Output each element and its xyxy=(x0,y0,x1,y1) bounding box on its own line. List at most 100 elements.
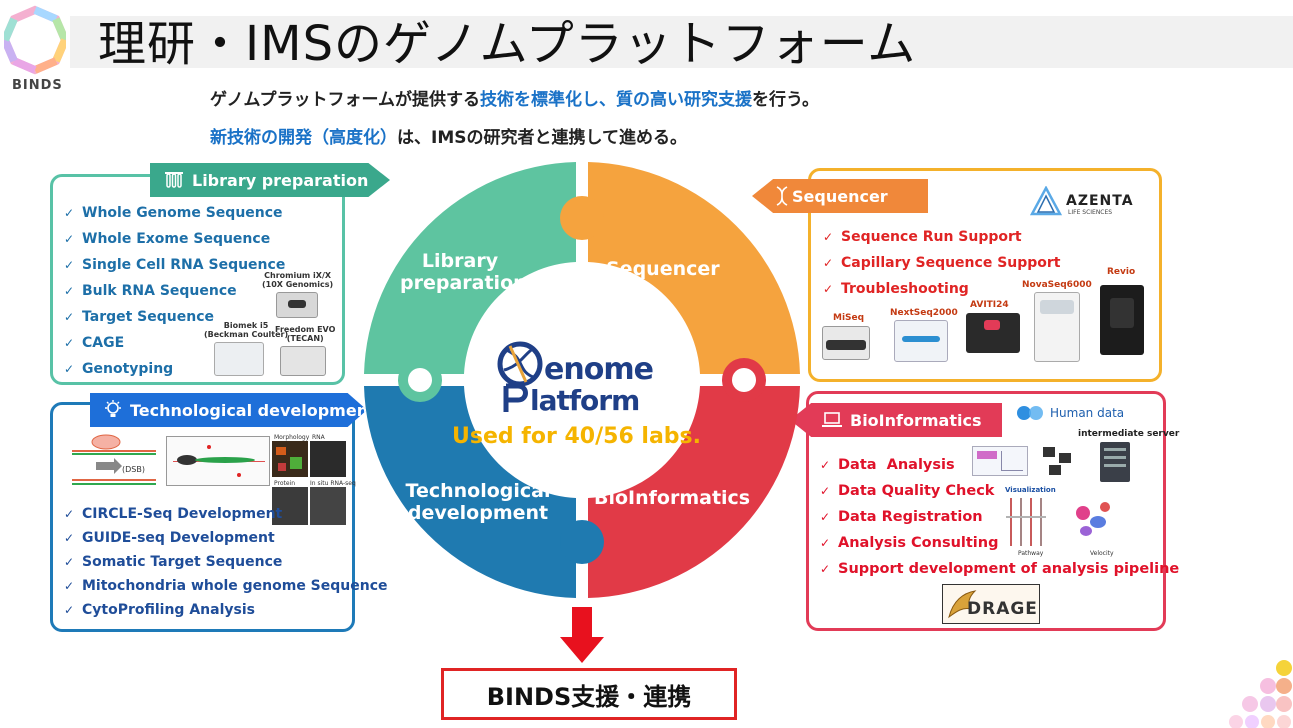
genome-platform-wheel xyxy=(364,162,800,598)
list-item: ✓ Capillary Sequence Support xyxy=(823,250,1061,276)
morphology-image-icon xyxy=(272,441,308,477)
miseq-screen-icon xyxy=(826,340,866,350)
wheel-segment-bioinformatics xyxy=(588,386,800,598)
check-icon: ✓ xyxy=(64,232,75,246)
rna-label: RNA xyxy=(312,434,325,441)
analysis-screen-icon xyxy=(972,446,1028,476)
human-data-logo-icon xyxy=(1017,406,1043,420)
technological-tag-label: Technological development xyxy=(130,400,376,420)
page-title: 理研・IMSのゲノムプラットフォーム xyxy=(98,16,917,72)
check-icon: ✓ xyxy=(820,536,831,550)
list-item: ✓ Mitochondria whole genome Sequence xyxy=(64,574,388,598)
binds-logo-label: BINDS xyxy=(12,78,63,93)
technological-list: ✓CIRCLE-Seq Development ✓GUIDE-seq Devel… xyxy=(64,502,388,622)
protein-label: Protein xyxy=(274,480,296,487)
sequencer-list: ✓Sequence Run Support ✓ Capillary Sequenc… xyxy=(823,224,1061,302)
check-icon: ✓ xyxy=(820,484,831,498)
check-icon: ✓ xyxy=(823,230,834,244)
instrument-label: Revio xyxy=(1107,267,1136,277)
list-item-label: Bulk RNA Sequence xyxy=(82,283,237,299)
list-item: ✓Data Registration xyxy=(820,504,1179,530)
sequencer-tag: Sequencer xyxy=(752,179,928,213)
list-item-label: Whole Exome Sequence xyxy=(82,231,271,247)
check-icon: ✓ xyxy=(823,256,834,270)
check-icon: ✓ xyxy=(823,282,834,296)
list-item-label: Troubleshooting xyxy=(841,281,969,297)
velocity-figure-icon xyxy=(1066,498,1120,546)
insitu-image-icon xyxy=(310,487,346,525)
check-icon: ✓ xyxy=(64,258,75,272)
subtitle-2a: 新技術の開発（高度化） xyxy=(210,128,397,148)
list-item-label: Capillary Sequence Support xyxy=(841,255,1061,271)
check-icon: ✓ xyxy=(820,458,831,472)
list-item: ✓ Analysis Consulting xyxy=(820,530,1179,556)
check-icon: ✓ xyxy=(64,336,75,350)
subtitle-2b: は、IMSの研究者と連携して進める。 xyxy=(397,128,687,148)
wheel-label-sequencer: Sequencer xyxy=(606,258,720,280)
check-icon: ✓ xyxy=(64,579,75,593)
list-item: ✓Bulk RNA Sequence xyxy=(64,278,285,304)
list-item-label: Data Analysis xyxy=(838,457,955,473)
list-item: ✓ CAGE xyxy=(64,330,285,356)
list-item: ✓ Troubleshooting xyxy=(823,276,1061,302)
azenta-logo-icon xyxy=(1030,186,1062,216)
bioinformatics-tag-label: BioInformatics xyxy=(850,410,982,430)
velocity-label: Velocity xyxy=(1090,550,1114,557)
wheel-label-bioinformatics: BioInformatics xyxy=(594,487,751,509)
visualization-label: Visualization xyxy=(1005,486,1056,494)
list-item-label: CytoProfiling Analysis xyxy=(82,602,255,618)
technological-tag: Technological development xyxy=(90,393,367,427)
subtitle-1b: 技術を標準化し、質の高い研究支援 xyxy=(479,90,752,110)
aviti-light-icon xyxy=(984,320,1000,330)
list-item: ✓Genotyping xyxy=(64,356,285,382)
pathway-label: Pathway xyxy=(1018,550,1044,557)
list-item-label: GUIDE-seq Development xyxy=(82,530,275,546)
server-label: intermediate server xyxy=(1078,429,1180,439)
title-bar xyxy=(70,16,1293,68)
scatter-figure-icon xyxy=(166,436,270,486)
sequencer-tag-label: Sequencer xyxy=(792,186,888,206)
list-item: ✓Data Quality Check xyxy=(820,478,1179,504)
list-item-label: Mitochondria whole genome Sequence xyxy=(82,578,388,594)
azenta-sub: LIFE SCIENCES xyxy=(1068,209,1113,216)
morphology-label: Morphology xyxy=(274,434,310,441)
wheel-segment-technological xyxy=(364,386,576,598)
binds-logo-icon xyxy=(4,5,66,75)
instrument-label: MiSeq xyxy=(833,313,865,323)
biomek-device-icon xyxy=(214,342,264,376)
list-item: ✓Somatic Target Sequence xyxy=(64,550,388,574)
list-item-label: CAGE xyxy=(82,335,125,351)
lightbulb-icon xyxy=(105,400,121,417)
library-tag: Library preparation xyxy=(150,163,390,197)
dna-icon xyxy=(776,186,788,206)
aviti-icon xyxy=(966,313,1020,353)
bioinformatics-list: ✓ Data Analysis ✓Data Quality Check ✓Data… xyxy=(820,452,1179,582)
wheel-label-technological: Technological development xyxy=(405,480,551,524)
subtitle-1a: ゲノムプラットフォームが提供する xyxy=(210,90,480,110)
dragon-icon xyxy=(948,590,977,619)
check-icon: ✓ xyxy=(820,510,831,524)
freedom-device-icon xyxy=(280,346,326,376)
center-text-platform: latform xyxy=(530,384,640,417)
list-item: ✓Sequence Run Support xyxy=(823,224,1061,250)
wheel-label-library: Library preparation xyxy=(400,250,527,294)
nextseq-stripe-icon xyxy=(902,336,940,342)
subtitle-1c: を行う。 xyxy=(751,90,819,110)
list-item-label: Analysis Consulting xyxy=(838,535,999,551)
check-icon: ✓ xyxy=(820,562,831,576)
human-data-label: Human data xyxy=(1050,406,1125,420)
list-item-label: Target Sequence xyxy=(82,309,215,325)
insitu-label: In situ RNA-seq xyxy=(310,480,356,487)
list-item: ✓Single Cell RNA Sequence xyxy=(64,252,285,278)
list-item-label: CIRCLE-Seq Development xyxy=(82,506,283,522)
wheel-segment-library xyxy=(364,162,576,374)
subtitle-line-2: 新技術の開発（高度化）は、IMSの研究者と連携して進める。 xyxy=(210,123,687,148)
bioinformatics-tag: BioInformatics xyxy=(790,403,1002,437)
server-icon xyxy=(1100,442,1130,482)
list-item-label: Support development of analysis pipeline xyxy=(838,561,1180,577)
usage-label: Used for 40/56 labs. xyxy=(452,424,701,449)
azenta-name: AZENTA xyxy=(1066,193,1134,209)
biomek-label: Biomek i5 (Beckman Coulter) xyxy=(204,321,289,339)
instrument-label: AVITI24 xyxy=(970,300,1009,310)
dragen-label: DRAGEN xyxy=(967,599,1039,619)
